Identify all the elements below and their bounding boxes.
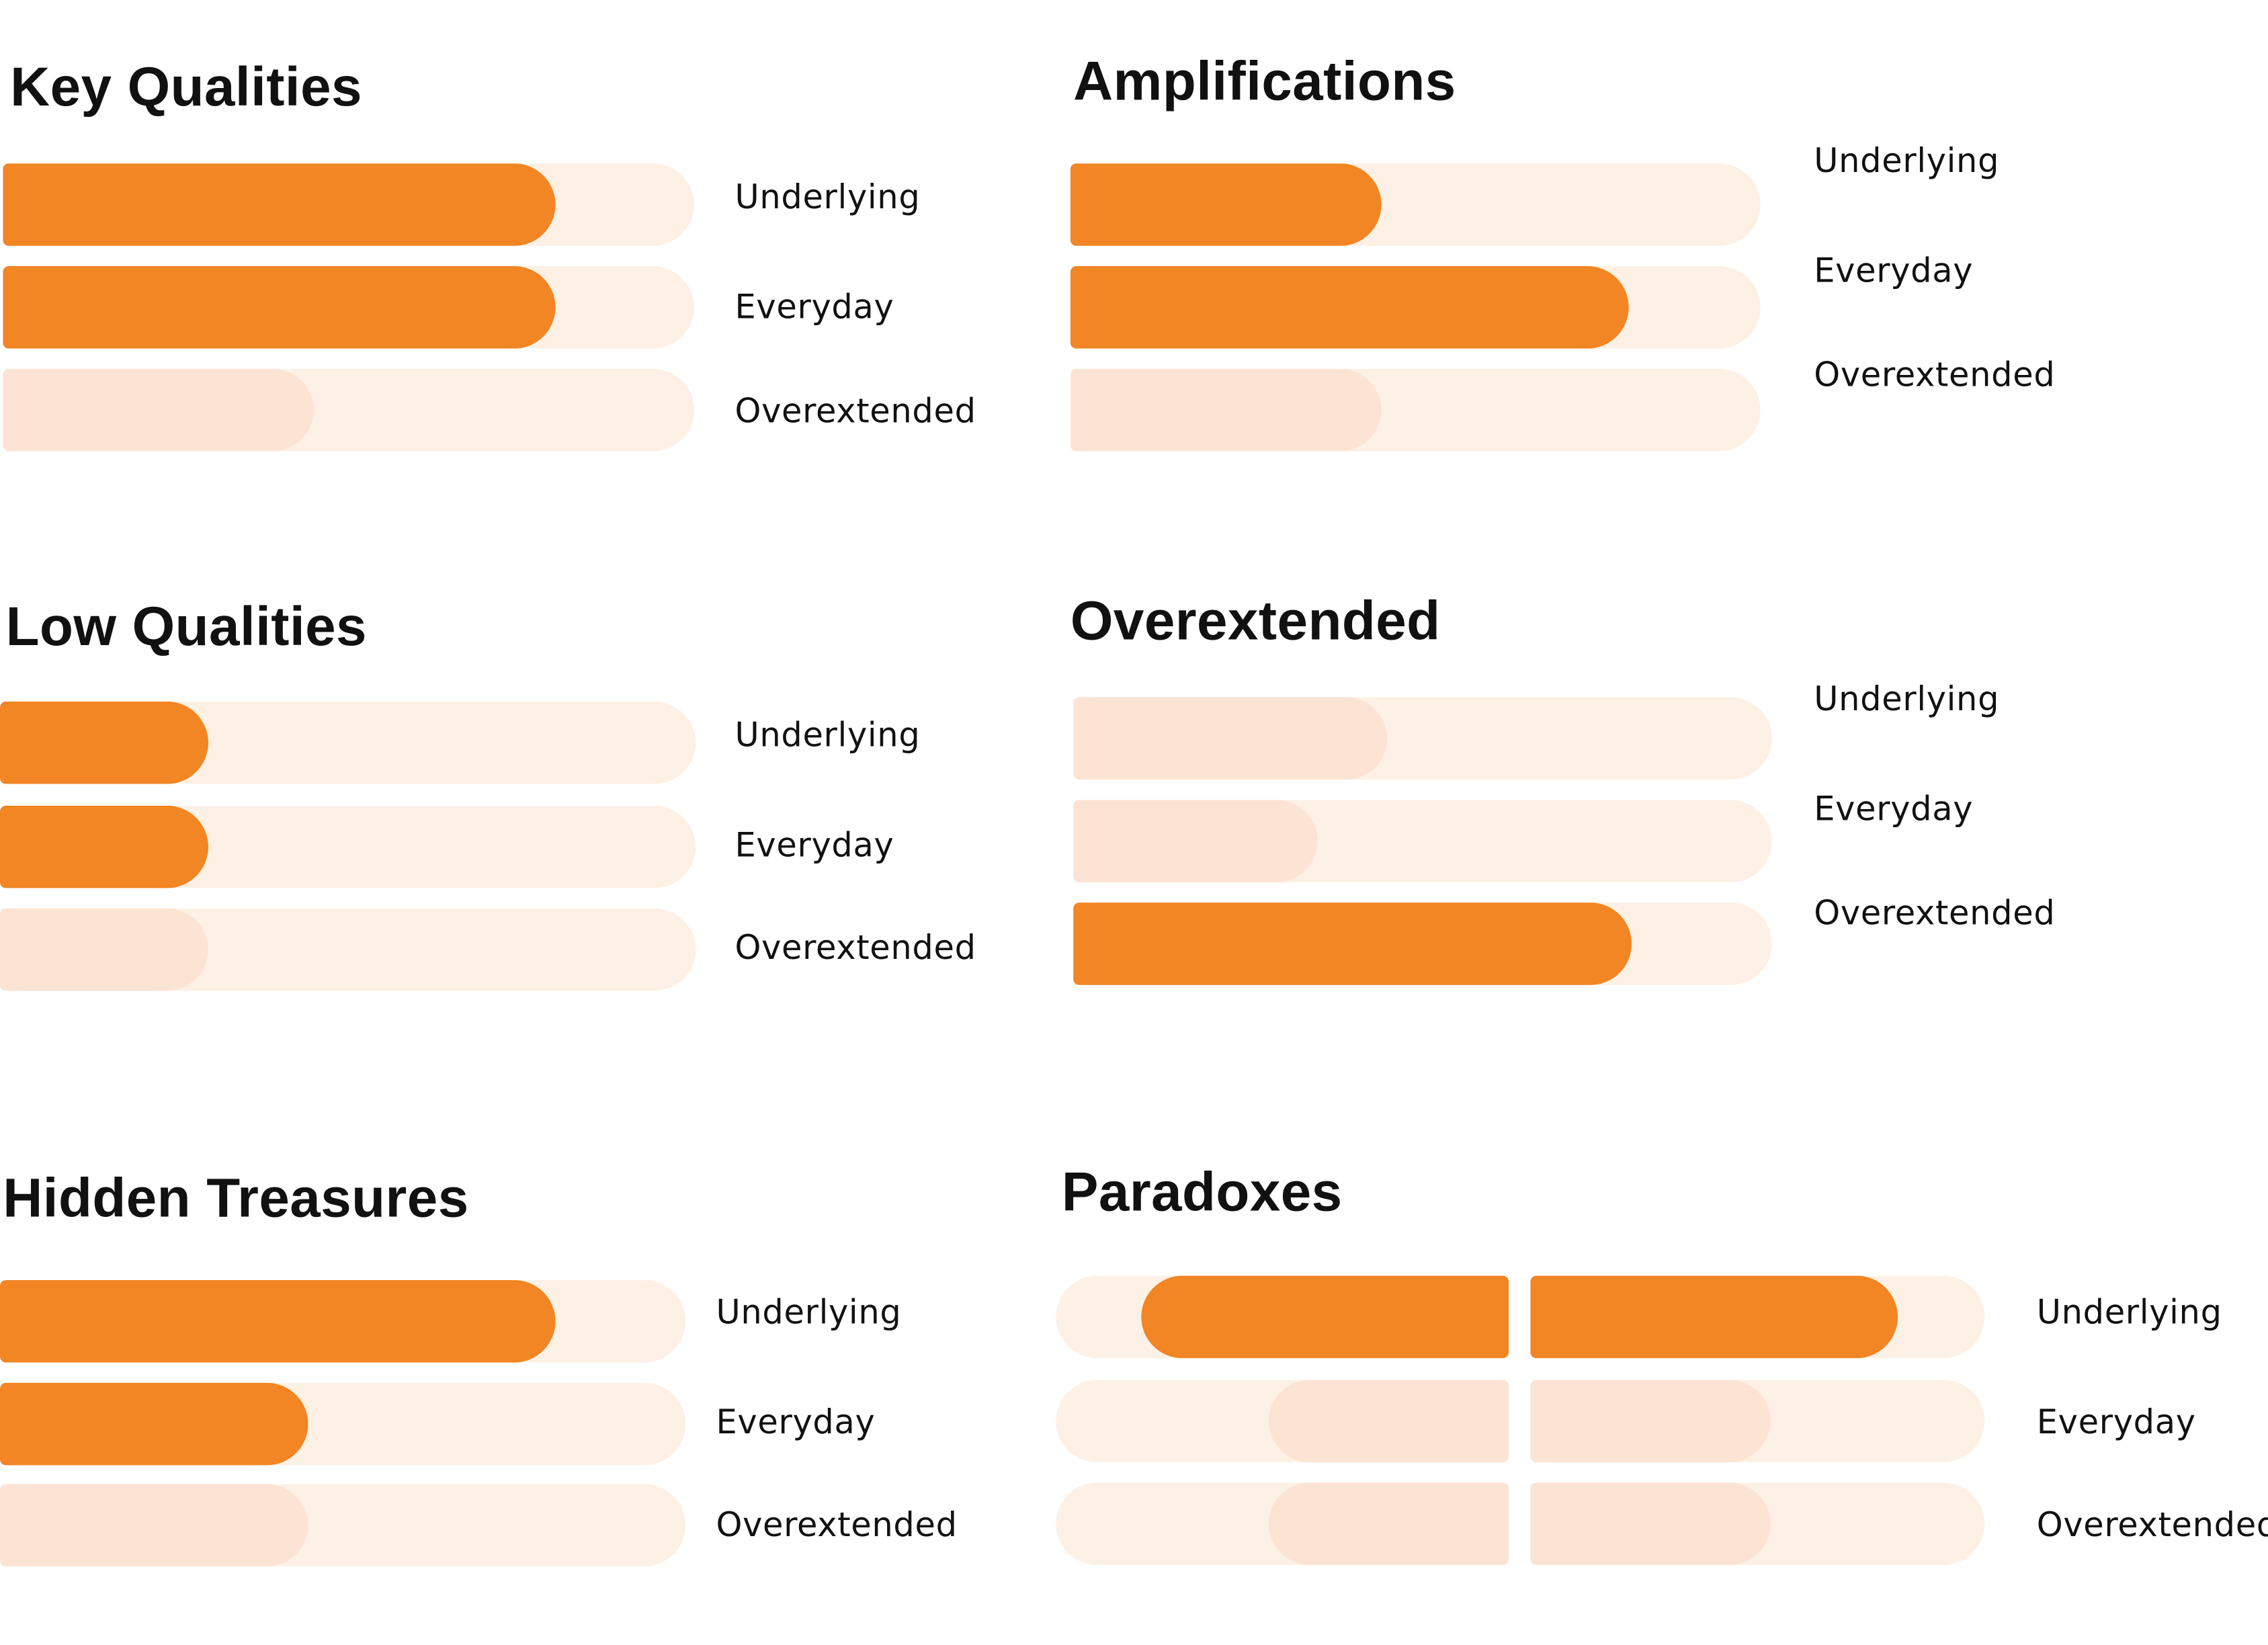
bar-label: Overextended: [2036, 1507, 2268, 1545]
bar-label: Overextended: [1814, 895, 2056, 933]
bar-label: Underlying: [734, 717, 921, 755]
bar-label: Everyday: [2036, 1404, 2196, 1443]
bar-label: Everyday: [716, 1404, 876, 1443]
bar: [0, 701, 209, 784]
bar-track: [1530, 1380, 1985, 1463]
bar-track: [1070, 368, 1761, 452]
bar-track: [3, 266, 695, 349]
group-title: Overextended: [1070, 591, 1441, 652]
bar: [3, 266, 556, 349]
bar: [0, 805, 209, 888]
group-title: Low Qualities: [5, 597, 367, 659]
bar-track: [1073, 800, 1772, 883]
bar-track: [1530, 1275, 1985, 1359]
bar-label: Overextended: [716, 1507, 958, 1545]
bar-left-track: [1056, 1482, 1509, 1566]
bar-left-track: [1056, 1380, 1509, 1463]
bar-label: Overextended: [734, 930, 976, 968]
bar-track: [0, 1382, 686, 1466]
bar-track: [3, 368, 695, 452]
bar-left: [1269, 1380, 1509, 1463]
bar-track: [0, 805, 696, 888]
bar-label: Everyday: [734, 827, 894, 866]
group-title: Paradoxes: [1061, 1163, 1343, 1224]
bar-track: [0, 908, 696, 991]
bar-label: Underlying: [1814, 681, 2000, 719]
bar: [1530, 1275, 1898, 1359]
bar-track: [0, 1484, 686, 1567]
bar: [0, 1484, 309, 1567]
bar: [1073, 902, 1632, 985]
bar-label: Underlying: [734, 179, 921, 217]
bar: [0, 908, 209, 991]
bar: [3, 163, 556, 246]
bar: [1070, 266, 1630, 349]
bar: [1530, 1482, 1771, 1566]
bar-label: Overextended: [734, 393, 976, 431]
bar-track: [3, 163, 695, 246]
group-title: Amplifications: [1073, 52, 1456, 113]
bar: [1070, 368, 1381, 452]
bar-track: [1530, 1482, 1985, 1566]
bar-label: Underlying: [1814, 143, 2000, 181]
group-title: Key Qualities: [10, 58, 362, 119]
bar-left: [1269, 1482, 1509, 1566]
bar-track: [0, 1279, 686, 1363]
bar-label: Everyday: [1814, 253, 1974, 291]
bar-label: Everyday: [1814, 791, 1974, 829]
bar-left-track: [1056, 1275, 1509, 1359]
bar: [0, 1279, 556, 1363]
bar-label: Underlying: [716, 1294, 902, 1333]
bar-track: [0, 701, 696, 784]
bar-track: [1073, 902, 1772, 985]
group-title: Hidden Treasures: [3, 1169, 469, 1230]
bar: [1073, 800, 1318, 883]
bar: [0, 1382, 309, 1466]
bar-track: [1073, 697, 1772, 780]
bar-label: Underlying: [2036, 1294, 2222, 1333]
bar: [3, 368, 314, 452]
bar: [1070, 163, 1381, 246]
bar: [1530, 1380, 1771, 1463]
bar-label: Overextended: [1814, 357, 2056, 395]
bar-track: [1070, 163, 1761, 246]
bar-left: [1142, 1275, 1509, 1359]
bar-label: Everyday: [734, 289, 894, 327]
bar-track: [1070, 266, 1761, 349]
bar: [1073, 697, 1388, 780]
